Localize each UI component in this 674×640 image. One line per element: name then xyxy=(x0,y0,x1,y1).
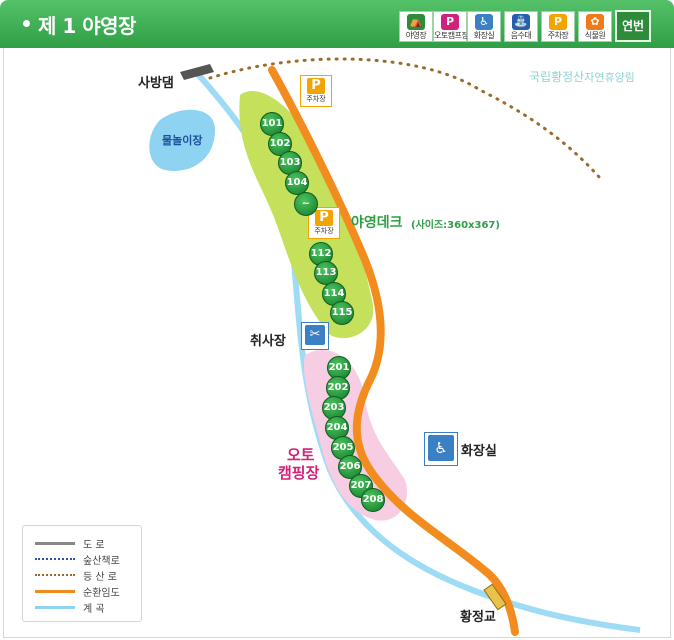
forest-walk-swatch xyxy=(35,558,75,560)
site-number-button[interactable]: 연번 xyxy=(615,10,651,42)
water-play-label: 물놀이장 xyxy=(162,134,203,147)
dam-label: 사방댐 xyxy=(138,76,174,91)
cutlery-icon: ✂ xyxy=(305,325,325,345)
auto-camp-label-1: 오토 xyxy=(287,446,315,464)
flower-icon: ✿ xyxy=(586,14,604,30)
legend-row-forest-walk: 숲산책로 xyxy=(23,552,141,567)
legend-forest-walk-label: 숲산책로 xyxy=(83,556,120,567)
legend-stream-label: 계 곡 xyxy=(83,604,105,615)
parking-filter-button[interactable]: P 주차장 xyxy=(541,11,575,42)
legend-road-label: 도 로 xyxy=(83,540,105,551)
dam-marker xyxy=(180,64,214,80)
legend-row-hiking: 등 산 로 xyxy=(23,568,141,583)
parking-marker-label: 주차장 xyxy=(306,95,326,103)
hiking-trail xyxy=(208,57,602,180)
legend-row-stream: 계 곡 xyxy=(23,600,141,615)
botanical-label: 식물원 xyxy=(584,31,606,40)
restroom-label: 화장실 xyxy=(473,31,495,40)
map-frame xyxy=(3,48,671,638)
parking-marker-1[interactable]: P 주차장 xyxy=(300,75,332,107)
auto-camp-label-2: 캠핑장 xyxy=(278,464,320,482)
map-legend: 도 로 숲산책로 등 산 로 순환임도 계 곡 xyxy=(22,525,142,622)
deck-label: 야영데크 xyxy=(351,215,403,231)
forest-name-label: 국립황정산자연휴양림 xyxy=(529,68,635,85)
deck-site-8[interactable]: 115 xyxy=(330,301,354,325)
road-swatch xyxy=(35,542,75,545)
deck-site-6[interactable]: 113 xyxy=(314,261,338,285)
forest-road xyxy=(268,66,519,636)
legend-hiking-label: 등 산 로 xyxy=(83,572,117,583)
campsite-label: 야영장 xyxy=(405,31,427,40)
water-play-area xyxy=(149,109,215,171)
legend-forest-road-label: 순환임도 xyxy=(83,588,120,599)
water-tap-icon: ⛲ xyxy=(512,14,530,30)
page-title: 제 1 야영장 xyxy=(38,14,136,38)
water-filter-button[interactable]: ⛲ 음수대 xyxy=(504,11,538,42)
auto-camping-icon: P xyxy=(441,14,459,30)
parking-icon: P xyxy=(315,210,333,226)
forest-name-a: 국립황정산 xyxy=(529,70,585,84)
forest-name-b: 자연휴양림 xyxy=(584,71,635,84)
parking-label: 주차장 xyxy=(547,31,569,40)
tent-icon: ⛺ xyxy=(407,14,425,30)
header-bar: 제 1 야영장 ⛺ 야영장 P 오토캠프장 ♿ 화장실 ⛲ 음수대 P 주차장 … xyxy=(0,0,674,48)
campsite-filter-button[interactable]: ⛺ 야영장 xyxy=(399,11,433,42)
title-bullet xyxy=(23,20,30,27)
water-label: 음수대 xyxy=(510,31,532,40)
kitchen-marker[interactable]: ✂ xyxy=(301,322,329,350)
parking-marker-2[interactable]: P 주차장 xyxy=(308,207,340,239)
deck-size-label: (사이즈:360x367) xyxy=(411,220,500,231)
bridge-label: 황정교 xyxy=(460,610,496,625)
legend-row-road: 도 로 xyxy=(23,536,141,551)
auto-camping-filter-button[interactable]: P 오토캠프장 xyxy=(433,11,469,42)
restroom-map-label: 화장실 xyxy=(461,444,497,459)
deck-site-4[interactable]: ~ xyxy=(294,192,318,216)
forest-road-swatch xyxy=(35,590,75,593)
legend-row-forest-road: 순환임도 xyxy=(23,584,141,599)
auto-site-0[interactable]: 201 xyxy=(327,356,351,380)
restroom-filter-button[interactable]: ♿ 화장실 xyxy=(467,11,501,42)
restroom-icon: ♿ xyxy=(475,14,493,30)
hiking-swatch xyxy=(35,574,75,576)
restroom-icon: ♿ xyxy=(428,435,454,461)
parking-icon: P xyxy=(549,14,567,30)
botanical-filter-button[interactable]: ✿ 식물원 xyxy=(578,11,612,42)
bridge-marker xyxy=(483,583,507,611)
kitchen-label: 취사장 xyxy=(250,334,286,349)
parking-marker-label: 주차장 xyxy=(314,227,334,235)
auto-site-7[interactable]: 208 xyxy=(361,488,385,512)
stream-swatch xyxy=(35,606,75,609)
auto-camping-label: 오토캠프장 xyxy=(434,31,469,40)
parking-icon: P xyxy=(307,78,325,94)
restroom-marker[interactable]: ♿ xyxy=(424,432,458,466)
